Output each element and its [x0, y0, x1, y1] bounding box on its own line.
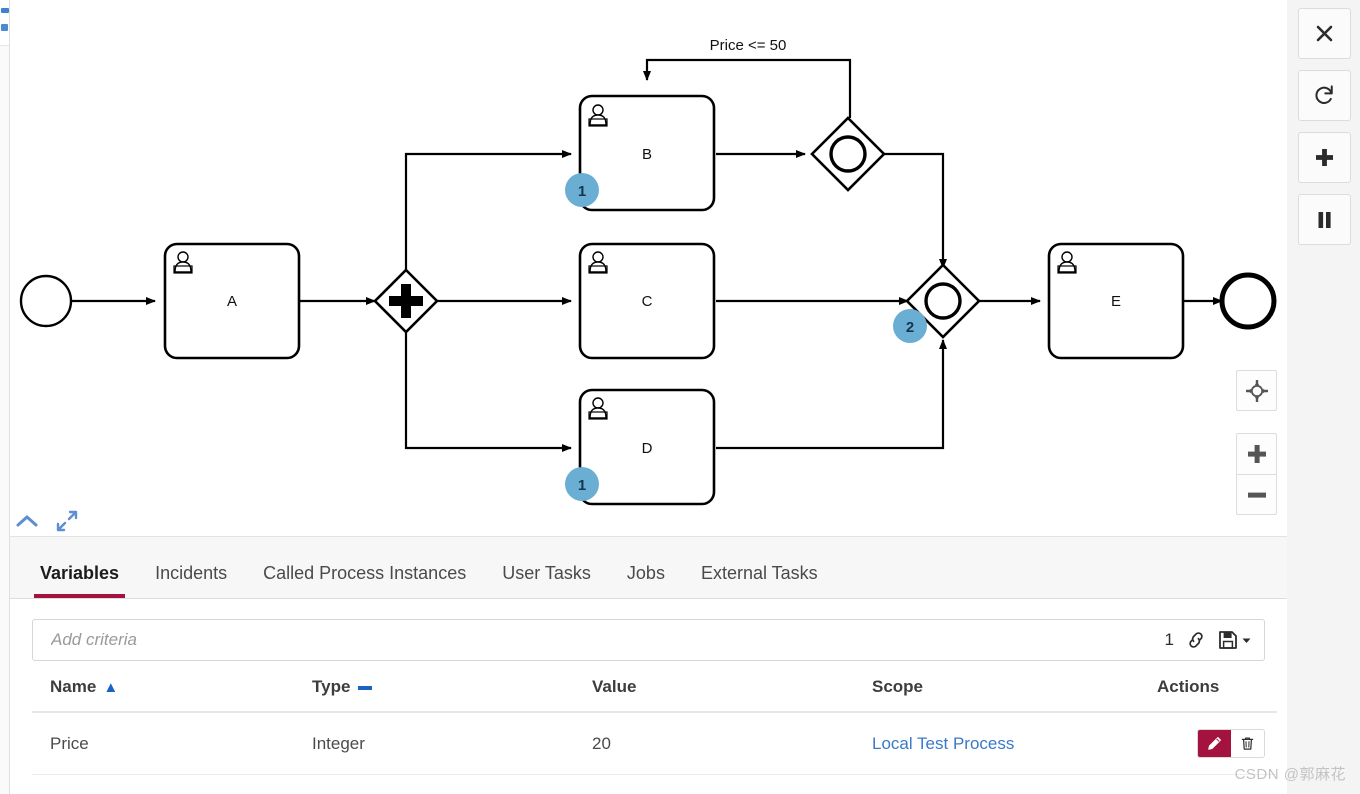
link-icon[interactable] [1186, 630, 1206, 650]
tab-incidents[interactable]: Incidents [155, 563, 228, 583]
pencil-icon [1208, 737, 1221, 750]
table-header-row: Name ▲ Type Value Scope Actions [32, 677, 1277, 713]
watermark: CSDN @郭麻花 [1234, 766, 1346, 783]
reset-zoom-icon [1245, 379, 1268, 402]
fullscreen-diagram-button[interactable] [50, 505, 84, 537]
retry-process-instance-button[interactable] [1298, 70, 1351, 121]
bpmn-task-A: A [163, 242, 301, 360]
reset-zoom-button[interactable] [1236, 370, 1277, 411]
search-input[interactable] [49, 629, 1165, 651]
bpmn-task-C: C [578, 242, 716, 360]
bpmn-gateway-inclusive-join: 2 [893, 263, 981, 343]
pause-icon [1318, 211, 1331, 228]
diagram-zoom-controls [1236, 370, 1277, 515]
variables-table: Name ▲ Type Value Scope Actions [32, 677, 1277, 775]
suspend-process-instance-button[interactable] [1298, 194, 1351, 245]
plus-icon [1247, 445, 1266, 463]
table-row: Price Integer 20 Local Test Process [32, 712, 1277, 775]
variables-panel: 1 [10, 599, 1287, 794]
criteria-count: 1 [1164, 630, 1174, 649]
bpmn-task-B: B 1 [565, 94, 716, 212]
tab-jobs[interactable]: Jobs [626, 563, 665, 583]
column-label-type: Type [312, 677, 351, 696]
save-filter-button[interactable] [1218, 630, 1252, 650]
save-icon [1219, 631, 1237, 649]
minus-icon [1247, 492, 1266, 498]
cell-row-actions [1157, 712, 1277, 775]
caret-down-icon [1242, 638, 1251, 643]
svg-text:B: B [642, 146, 652, 163]
column-label-name: Name [50, 677, 97, 696]
chevron-up-icon [16, 515, 38, 527]
add-variable-button[interactable] [1298, 132, 1351, 183]
edit-variable-button[interactable] [1198, 730, 1231, 757]
collapse-diagram-button[interactable] [10, 505, 44, 537]
rail-marker-icon [1, 8, 9, 13]
sort-asc-icon: ▲ [103, 679, 119, 696]
bpmn-diagram-canvas[interactable]: A B 1 [10, 0, 1287, 537]
close-icon [1316, 25, 1333, 42]
trash-icon [1241, 737, 1254, 750]
column-header-name[interactable]: Name ▲ [32, 677, 312, 713]
bpmn-task-D: D 1 [565, 388, 716, 506]
left-rail-header [0, 0, 9, 46]
detail-tabs: Variables Incidents Called Process Insta… [10, 537, 1287, 599]
zoom-in-button[interactable] [1236, 433, 1277, 474]
refresh-icon [1315, 85, 1333, 104]
svg-text:2: 2 [906, 319, 914, 336]
bpmn-start-event [19, 274, 73, 328]
left-rail-strip [0, 0, 10, 794]
tab-external-tasks[interactable]: External Tasks [700, 563, 818, 583]
criteria-search-bar[interactable]: 1 [32, 619, 1265, 661]
expand-icon [56, 510, 78, 532]
column-label-value: Value [592, 677, 637, 696]
bpmn-gateway-parallel [373, 268, 439, 334]
bpmn-end-event [1219, 272, 1277, 330]
plus-icon [1316, 149, 1333, 166]
cell-variable-type: Integer [312, 712, 592, 775]
column-header-value[interactable]: Value [592, 677, 872, 713]
bpmn-gateway-inclusive-loop [810, 116, 886, 192]
bpmn-task-E: E [1047, 242, 1185, 360]
column-header-actions: Actions [1157, 677, 1277, 713]
diagram-footer-controls [10, 505, 84, 537]
sort-none-icon [358, 685, 373, 690]
svg-text:1: 1 [578, 183, 586, 200]
tab-user-tasks[interactable]: User Tasks [502, 563, 591, 583]
cell-variable-name: Price [32, 712, 312, 775]
tab-variables[interactable]: Variables [22, 564, 137, 598]
criteria-actions: 1 [1165, 630, 1252, 650]
column-header-scope[interactable]: Scope [872, 677, 1157, 713]
svg-text:1: 1 [578, 477, 586, 494]
column-label-actions: Actions [1157, 677, 1220, 696]
sequence-flow-label: Price <= 50 [710, 37, 787, 54]
scope-link[interactable]: Local Test Process [872, 733, 1015, 753]
column-label-scope: Scope [872, 677, 924, 696]
svg-text:D: D [642, 440, 653, 457]
cell-variable-scope: Local Test Process [872, 712, 1157, 775]
svg-text:C: C [642, 293, 653, 310]
rail-marker-secondary-icon [1, 24, 8, 31]
cell-variable-value: 20 [592, 712, 872, 775]
column-header-type[interactable]: Type [312, 677, 592, 713]
delete-variable-button[interactable] [1231, 730, 1264, 757]
instance-actions-toolbar [1298, 8, 1351, 245]
zoom-out-button[interactable] [1236, 474, 1277, 515]
row-action-group [1197, 729, 1265, 758]
tab-called-process-instances[interactable]: Called Process Instances [263, 563, 467, 583]
cancel-process-instance-button[interactable] [1298, 8, 1351, 59]
svg-text:A: A [227, 293, 237, 310]
svg-text:E: E [1111, 293, 1121, 310]
